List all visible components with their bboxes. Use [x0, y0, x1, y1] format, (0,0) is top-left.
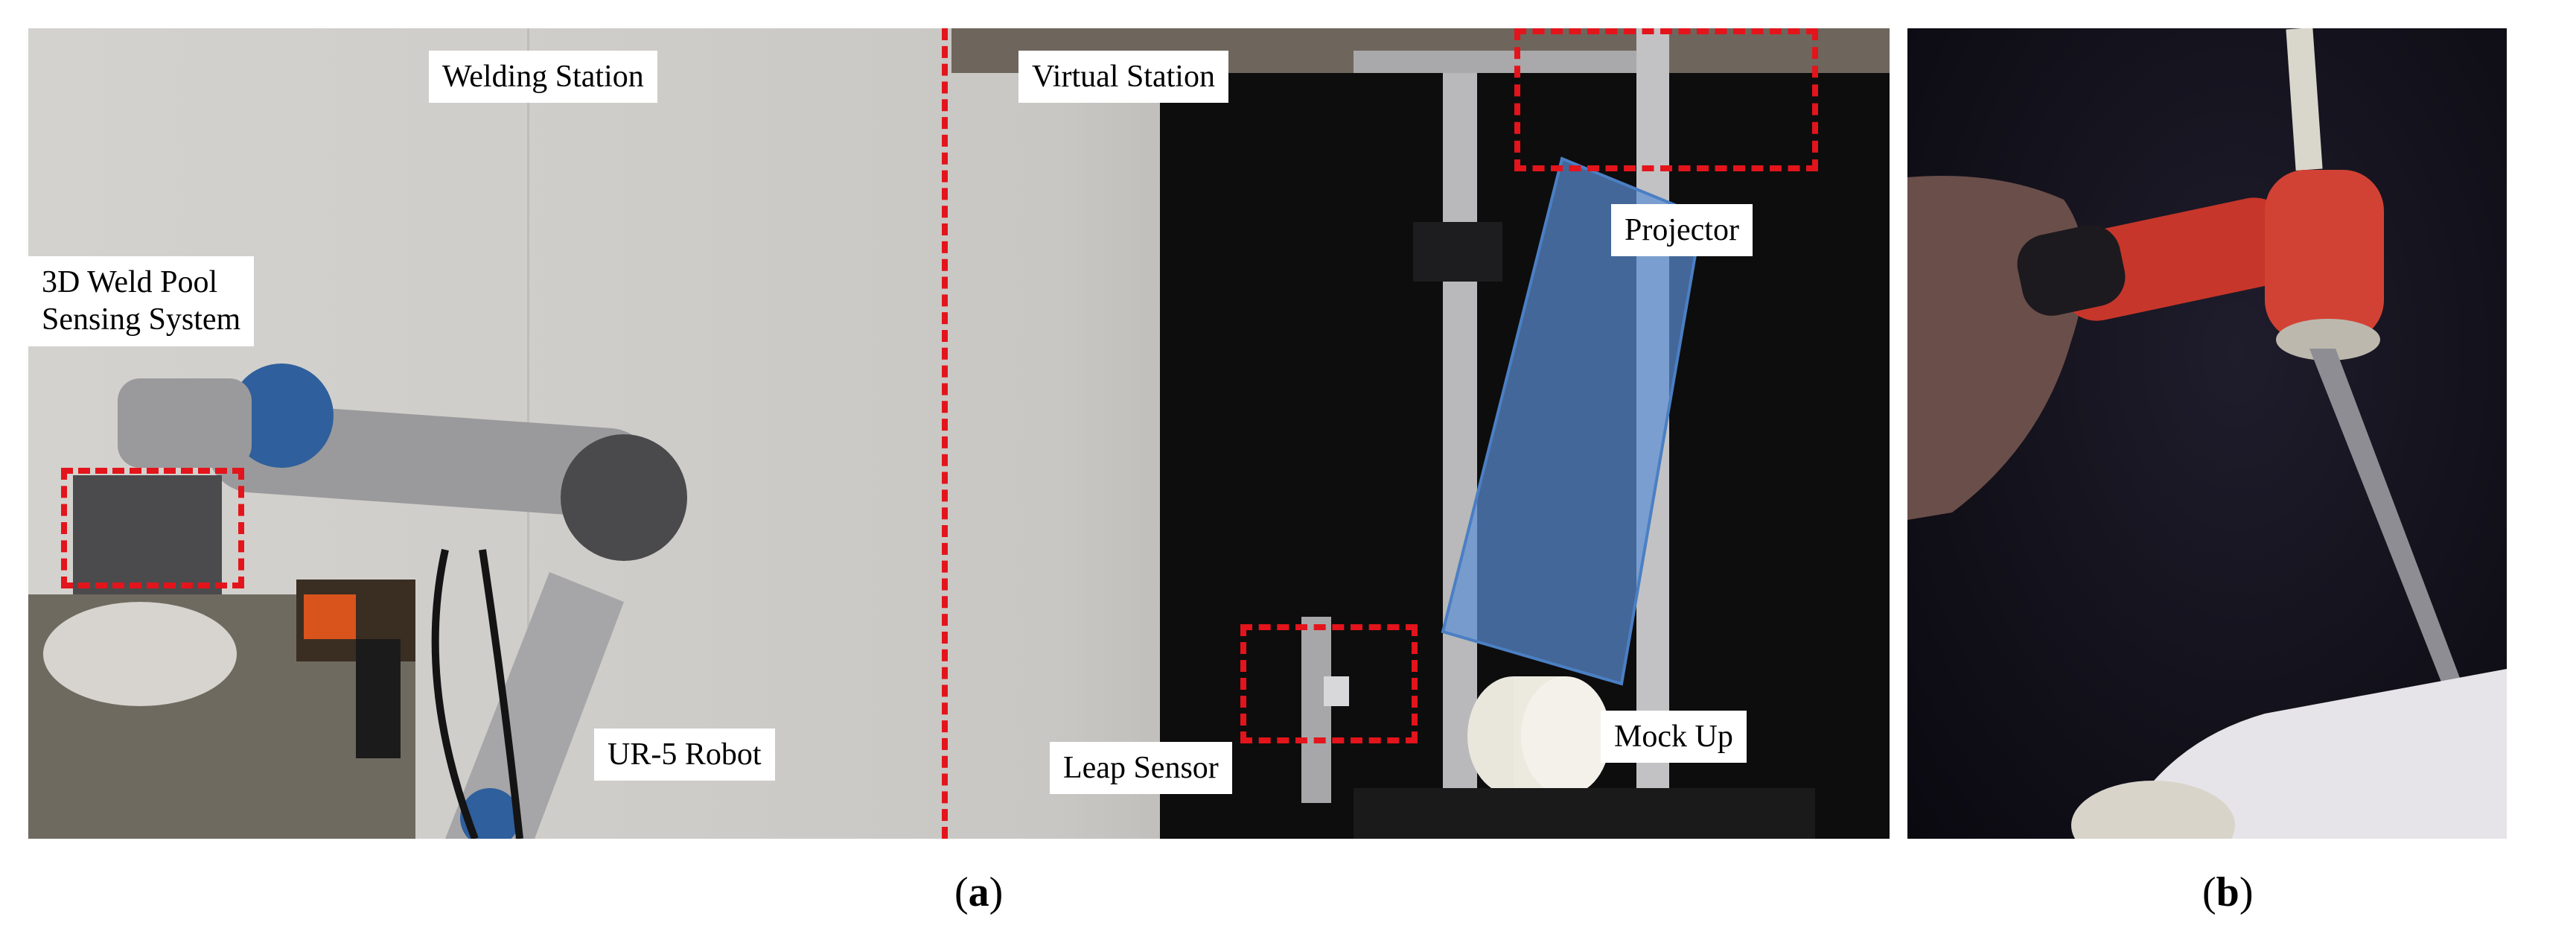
- photo-panel-b: [1907, 28, 2507, 839]
- scene-a: [28, 28, 1890, 839]
- label-sensing-system: 3D Weld Pool Sensing System: [28, 256, 255, 346]
- robot-cable-2: [479, 549, 523, 839]
- photo-panel-a: Welding Station Virtual Station 3D Weld …: [28, 28, 1890, 839]
- scene-b: [1907, 28, 2507, 839]
- torch-grip-end: [2017, 225, 2126, 316]
- robot-cable: [431, 548, 479, 839]
- sensing-system-highlight: [61, 468, 244, 588]
- caption-b: (b): [2202, 869, 2253, 916]
- warning-label: [304, 594, 356, 639]
- torch-rod: [2309, 349, 2462, 688]
- welding-pipe: [43, 602, 237, 706]
- caption-a-letter: a: [968, 869, 989, 915]
- caption-b-open: (: [2202, 869, 2216, 915]
- torch-tube-top: [2286, 28, 2323, 171]
- label-leap-sensor: Leap Sensor: [1050, 742, 1232, 795]
- caption-a: (a): [954, 869, 1003, 916]
- frame-top-bar: [1354, 51, 1636, 73]
- mock-up-edge: [2071, 781, 2235, 839]
- robot-elbow-joint: [561, 434, 687, 561]
- mock-up-pipe-end: [1521, 676, 1610, 796]
- robot-shoulder-joint: [229, 364, 334, 468]
- label-welding-station: Welding Station: [429, 51, 657, 104]
- label-mock-up: Mock Up: [1601, 711, 1747, 764]
- leap-sensor-stand: [1301, 617, 1331, 803]
- label-ur5-robot: UR-5 Robot: [594, 728, 775, 781]
- leap-sensor-highlight: [1240, 624, 1418, 743]
- frame-post-left: [1443, 51, 1477, 839]
- station-divider-line: [942, 28, 948, 839]
- projection-beam: [1441, 156, 1704, 686]
- torch-collar: [2276, 319, 2380, 361]
- projector-bracket: [1413, 222, 1502, 282]
- projector-highlight: [1514, 28, 1818, 171]
- robot-base-joint: [460, 788, 520, 839]
- leap-sensor-device: [1324, 676, 1349, 706]
- caption-b-close: ): [2239, 869, 2254, 915]
- caption-a-close: ): [989, 869, 1004, 915]
- label-projector: Projector: [1611, 204, 1753, 257]
- hand: [1907, 176, 2085, 520]
- torch-joint: [2265, 170, 2384, 341]
- work-table: [1354, 788, 1815, 839]
- robot-lower-arm: [445, 572, 624, 839]
- welding-motor: [356, 639, 401, 758]
- caption-b-letter: b: [2216, 869, 2239, 915]
- label-virtual-station: Virtual Station: [1018, 51, 1228, 104]
- caption-a-open: (: [954, 869, 969, 915]
- sensing-head: [73, 475, 222, 594]
- robot-wrist: [118, 378, 252, 468]
